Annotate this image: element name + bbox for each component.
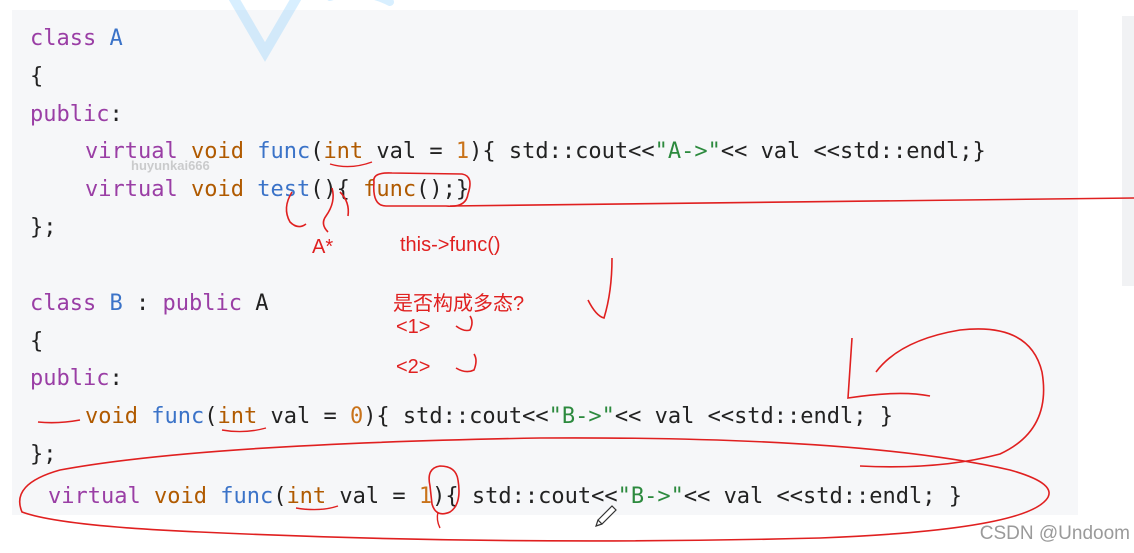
code-fragment: ){ std::cout<< xyxy=(432,484,618,509)
default-value: 0 xyxy=(349,404,364,429)
code-line-class-b: class B : public A xyxy=(30,290,268,318)
code-line-a-test: virtual void test(){ func();} xyxy=(85,176,469,204)
paren: ( xyxy=(310,139,324,164)
code-line-brace-open-b: { xyxy=(30,328,43,356)
code-line-b-func: void func(int val = 0){ std::cout<<"B->"… xyxy=(85,403,893,431)
csdn-watermark: CSDN @Undoom xyxy=(979,523,1130,544)
user-watermark: huyunkai666 xyxy=(131,158,210,173)
code-line-public-b: public: xyxy=(30,365,123,393)
string-literal: "B->" xyxy=(617,484,684,509)
brace: }; xyxy=(30,215,57,240)
brace: { xyxy=(30,329,44,354)
code-block xyxy=(12,10,1078,515)
code-fragment: ){ std::cout<< xyxy=(363,404,549,429)
string-literal: "B->" xyxy=(548,404,615,429)
class-name-b: B xyxy=(109,291,123,316)
code-fragment: << val <<std::endl; } xyxy=(683,484,962,509)
param: val = xyxy=(363,139,456,164)
type-void: void xyxy=(190,139,244,164)
type-void: void xyxy=(85,404,138,429)
brace: }; xyxy=(30,442,57,467)
watermark-logo-icon xyxy=(228,0,394,62)
code-fragment: ();} xyxy=(416,177,470,202)
paren: ( xyxy=(273,484,287,509)
code-fragment: (){ xyxy=(310,177,364,202)
annotation-question: 是否构成多态? xyxy=(393,293,525,315)
function-call: func xyxy=(363,177,417,202)
keyword-virtual: virtual xyxy=(85,139,178,164)
code-line-brace-open-a: { xyxy=(30,63,43,91)
string-literal: "A->" xyxy=(654,139,721,164)
keyword-public: public xyxy=(162,291,242,316)
code-fragment: << val <<std::endl; } xyxy=(614,404,894,429)
default-value: 1 xyxy=(418,484,433,509)
brace: { xyxy=(30,64,44,89)
keyword-public: public xyxy=(30,102,110,127)
function-name: func xyxy=(151,404,205,429)
param: val = xyxy=(326,484,419,509)
base-class: A xyxy=(241,291,269,316)
annotation-a-ptr: A* xyxy=(312,236,334,258)
class-name-a: A xyxy=(109,26,123,51)
type-void: void xyxy=(190,177,244,202)
keyword-public: public xyxy=(30,366,110,391)
code-line-effective: virtual void func(int val = 1){ std::cou… xyxy=(48,483,962,511)
scroll-strip xyxy=(1122,16,1134,286)
annotation-item-1: <1> xyxy=(396,316,431,338)
type-void: void xyxy=(153,484,207,509)
function-name: func xyxy=(257,139,311,164)
code-line-a-func: virtual void func(int val = 1){ std::cou… xyxy=(85,138,986,166)
annotation-this-call: this->func() xyxy=(400,234,501,256)
annotation-item-2: <2> xyxy=(396,356,431,378)
function-name: func xyxy=(220,484,274,509)
type-int: int xyxy=(323,139,364,164)
inherit-sep: : xyxy=(122,291,163,316)
default-value: 1 xyxy=(455,139,470,164)
colon: : xyxy=(109,366,123,391)
type-int: int xyxy=(286,484,327,509)
code-fragment: ){ std::cout<< xyxy=(469,139,655,164)
keyword-virtual: virtual xyxy=(85,177,178,202)
function-name: test xyxy=(257,177,311,202)
code-line-close-a: }; xyxy=(30,214,57,242)
code-fragment: << val <<std::endl;} xyxy=(720,139,986,164)
keyword-class: class xyxy=(30,291,97,316)
type-int: int xyxy=(217,404,258,429)
code-line-class-a: class A xyxy=(30,25,123,53)
keyword-virtual: virtual xyxy=(48,484,141,509)
code-line-close-b: }; xyxy=(30,441,57,469)
paren: ( xyxy=(204,404,218,429)
code-line-public-a: public: xyxy=(30,101,123,129)
keyword-class: class xyxy=(30,26,97,51)
param: val = xyxy=(257,404,350,429)
colon: : xyxy=(109,102,123,127)
